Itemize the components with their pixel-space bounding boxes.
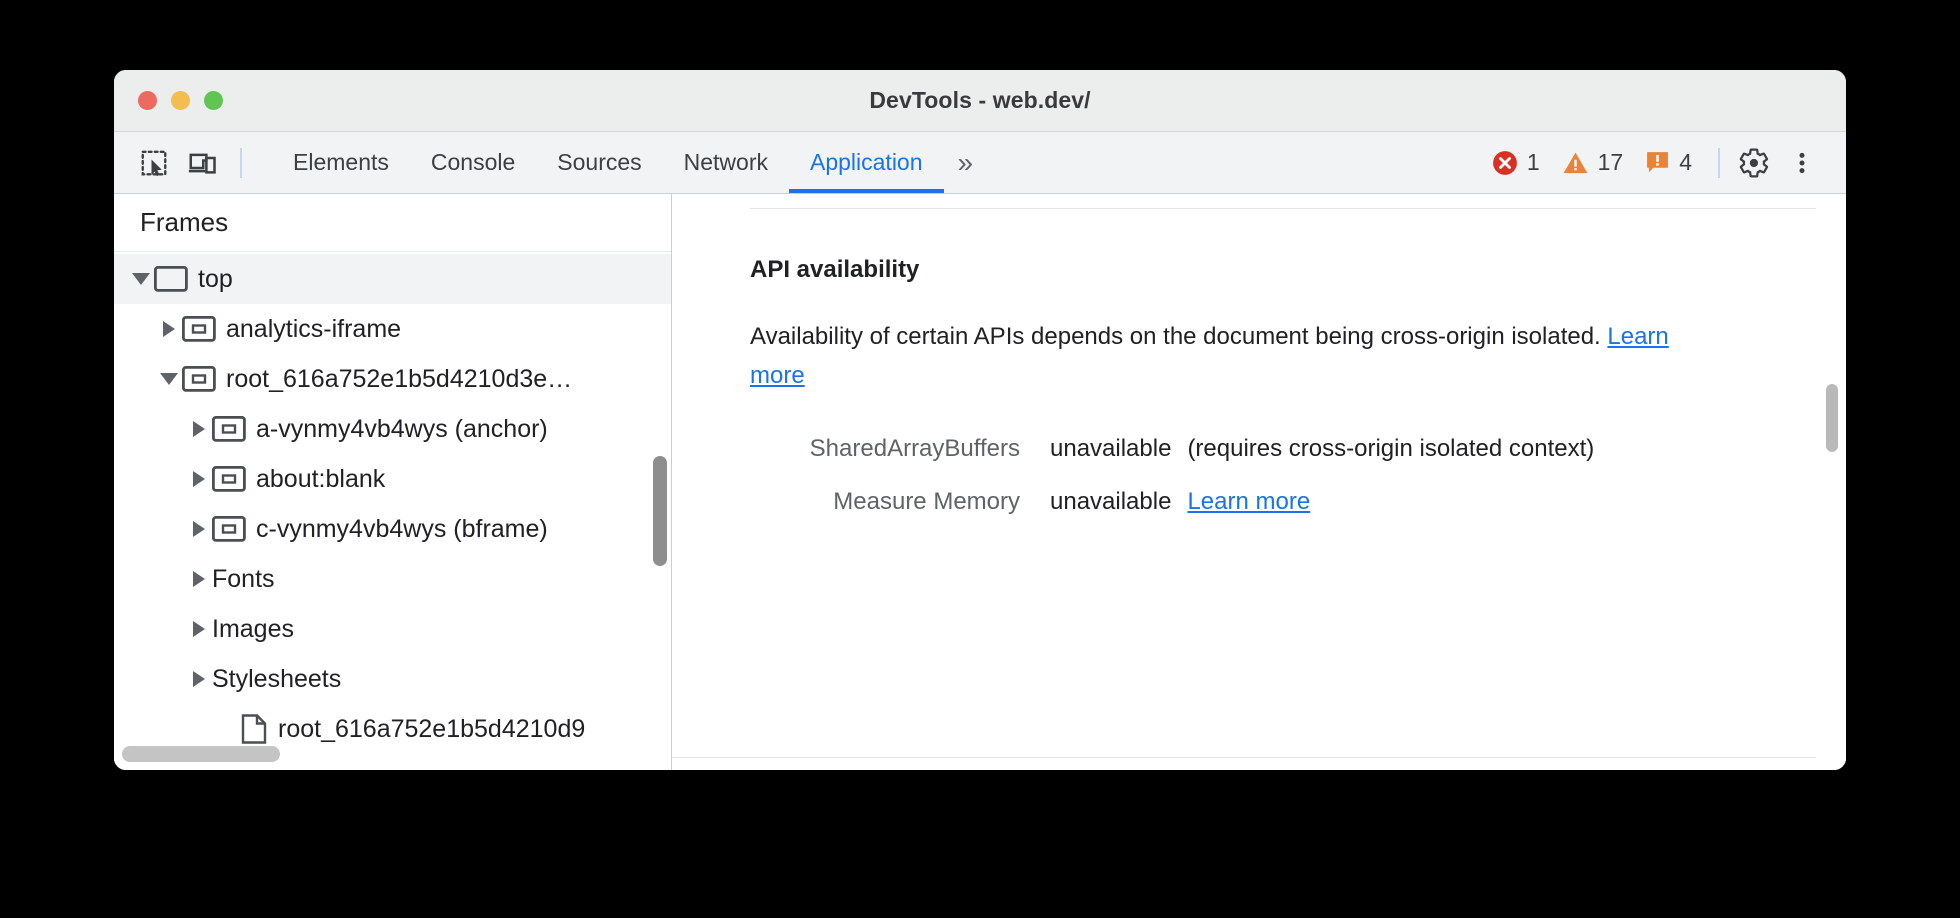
window-titlebar: DevTools - web.dev/: [114, 70, 1846, 132]
expander-icon[interactable]: [186, 471, 212, 487]
tree-item-c-vynmy4vb4wys[interactable]: c-vynmy4vb4wys (bframe): [114, 504, 671, 554]
tree-item-root-frame[interactable]: root_616a752e1b5d4210d3e…: [114, 354, 671, 404]
tree-item-label: root_616a752e1b5d4210d9: [278, 714, 586, 743]
toolbar-status-area: 1 17 4: [1492, 139, 1826, 187]
issue-count: 4: [1679, 149, 1692, 175]
measure-memory-learn-more-link[interactable]: Learn more: [1187, 487, 1311, 515]
error-count: 1: [1526, 149, 1540, 175]
tree-item-a-vynmy4vb4wys[interactable]: a-vynmy4vb4wys (anchor): [114, 404, 671, 454]
tab-network[interactable]: Network: [683, 149, 768, 175]
tree-item-label: root_616a752e1b5d4210d3e…: [226, 364, 573, 393]
close-window-button[interactable]: [138, 91, 157, 110]
iframe-icon: [182, 366, 216, 392]
expander-icon[interactable]: [186, 621, 212, 637]
row-value: unavailable: [1050, 487, 1172, 515]
frames-panel-title: Frames: [114, 194, 671, 252]
tree-item-label: analytics-iframe: [226, 314, 402, 343]
expander-icon[interactable]: [186, 521, 212, 537]
minimize-window-button[interactable]: [171, 91, 190, 110]
expander-icon[interactable]: [156, 321, 182, 337]
maximize-window-button[interactable]: [204, 91, 223, 110]
tree-item-label: top: [198, 264, 233, 293]
frames-tree-vertical-scrollbar[interactable]: [653, 456, 667, 566]
window-title: DevTools - web.dev/: [869, 87, 1091, 113]
more-tabs-chevron-icon[interactable]: »: [957, 146, 974, 178]
frame-icon: [154, 266, 188, 292]
gear-icon[interactable]: [1730, 139, 1778, 187]
tree-item-analytics-iframe[interactable]: analytics-iframe: [114, 304, 671, 354]
tree-item-stylesheets[interactable]: Stylesheets: [114, 654, 671, 704]
devtools-window: DevTools - web.dev/ Elements Console Sou…: [114, 70, 1846, 770]
expander-icon[interactable]: [186, 421, 212, 437]
tree-item-top[interactable]: top: [114, 254, 671, 304]
tree-item-label: about:blank: [256, 464, 386, 493]
row-measure-memory: Measure Memory unavailable Learn more: [750, 483, 1846, 522]
tree-item-fonts[interactable]: Fonts: [114, 554, 671, 604]
tree-item-about-blank[interactable]: about:blank: [114, 454, 671, 504]
tree-item-label: Images: [212, 614, 294, 643]
tab-elements[interactable]: Elements: [293, 149, 389, 175]
warning-counter[interactable]: 17: [1562, 149, 1624, 176]
tree-item-label: Stylesheets: [212, 664, 342, 693]
warning-count: 17: [1597, 149, 1624, 175]
section-divider-top: [750, 208, 1816, 209]
kebab-menu-icon[interactable]: [1778, 139, 1826, 187]
devtools-toolbar: Elements Console Sources Network Applica…: [114, 132, 1846, 194]
expander-icon[interactable]: [186, 671, 212, 687]
expander-icon[interactable]: [128, 273, 154, 285]
iframe-icon: [212, 466, 246, 492]
api-availability-description: Availability of certain APIs depends on …: [750, 318, 1730, 396]
learn-more-link[interactable]: Learn more: [750, 323, 1669, 389]
api-availability-title: API availability: [750, 256, 920, 283]
tab-sources[interactable]: Sources: [557, 149, 642, 175]
device-toolbar-icon[interactable]: [178, 139, 226, 187]
issue-icon: [1647, 152, 1669, 173]
document-icon: [240, 714, 268, 744]
toolbar-divider: [240, 147, 242, 178]
row-label: Measure Memory: [833, 487, 1020, 515]
issue-counter[interactable]: 4: [1645, 149, 1692, 176]
window-controls: [138, 91, 223, 110]
expander-icon[interactable]: [156, 373, 182, 385]
tree-item-label: Fonts: [212, 564, 275, 593]
tree-item-label: a-vynmy4vb4wys (anchor): [256, 414, 548, 443]
error-counter[interactable]: 1: [1492, 149, 1540, 176]
row-note: Learn more: [1187, 483, 1310, 522]
row-label: SharedArrayBuffers: [809, 434, 1020, 462]
frames-panel: Frames top: [114, 194, 672, 770]
tree-item-stylesheet-file[interactable]: root_616a752e1b5d4210d9: [114, 704, 671, 754]
panel-tabs: Elements Console Sources Network Applica…: [272, 132, 987, 193]
tab-console[interactable]: Console: [430, 149, 516, 175]
tree-item-images[interactable]: Images: [114, 604, 671, 654]
warning-icon: [1563, 152, 1588, 173]
frame-details-panel: API availability Availability of certain…: [672, 194, 1846, 770]
iframe-icon: [182, 316, 216, 342]
iframe-icon: [212, 516, 246, 542]
tree-item-label: c-vynmy4vb4wys (bframe): [256, 514, 548, 543]
inspect-element-icon[interactable]: [130, 139, 178, 187]
details-vertical-scrollbar[interactable]: [1826, 384, 1838, 452]
row-value: unavailable: [1050, 434, 1172, 462]
row-shared-array-buffers: SharedArrayBuffers unavailable (requires…: [750, 430, 1846, 469]
frame-details-content: API availability Availability of certain…: [672, 208, 1846, 522]
row-note: (requires cross-origin isolated context): [1187, 434, 1595, 462]
description-text: Availability of certain APIs depends on …: [750, 323, 1608, 350]
tab-application[interactable]: Application: [789, 132, 944, 193]
section-divider-bottom: [672, 757, 1816, 758]
devtools-body: Frames top: [114, 194, 1846, 770]
iframe-icon: [212, 416, 246, 442]
expander-icon[interactable]: [186, 571, 212, 587]
error-icon: [1492, 150, 1517, 175]
frames-tree-horizontal-scrollbar[interactable]: [122, 746, 656, 762]
toolbar-divider-2: [1718, 147, 1720, 178]
scrollbar-thumb[interactable]: [122, 746, 280, 762]
frames-tree: top analytics-iframe: [114, 252, 671, 770]
api-availability-rows: SharedArrayBuffers unavailable (requires…: [750, 430, 1846, 522]
